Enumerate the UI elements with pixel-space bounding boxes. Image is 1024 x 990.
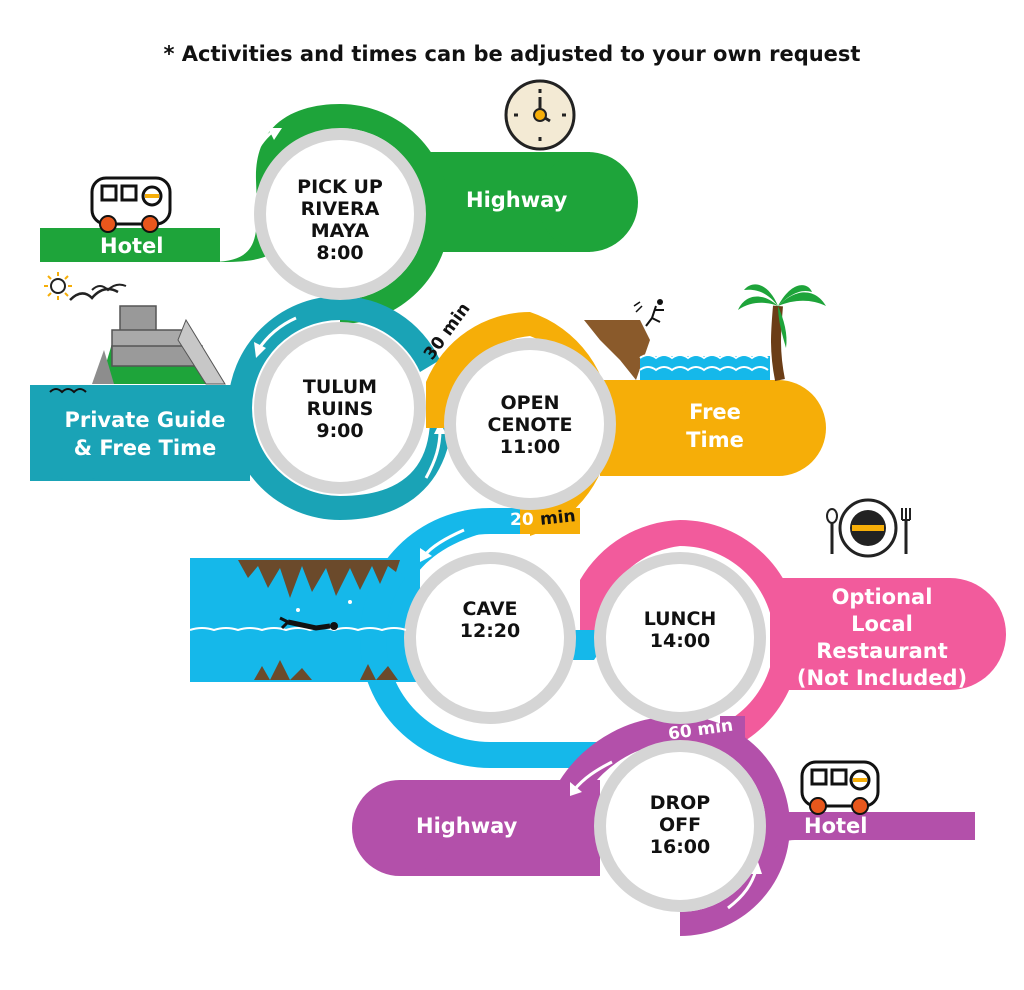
stop-ring <box>254 322 426 494</box>
highway-2-label: Highway <box>416 814 518 838</box>
van-icon <box>800 760 880 815</box>
waves-icon <box>639 354 770 380</box>
hotel-start-label: Hotel <box>100 234 164 258</box>
duration-cenote-cave-unit: min <box>539 506 577 530</box>
cliff-diver-icon <box>584 299 664 380</box>
duration-cenote-cave-number: 20 <box>510 510 534 530</box>
pink-road <box>580 520 1006 760</box>
stop-ring <box>444 338 616 510</box>
clock-icon <box>504 79 576 151</box>
stop-ring <box>594 552 766 724</box>
highway-1-label: Highway <box>466 188 568 212</box>
stop-ring <box>594 740 766 912</box>
adjustment-note: * Activities and times can be adjusted t… <box>163 42 861 66</box>
stop-ring <box>254 128 426 300</box>
stop-circles <box>254 128 766 912</box>
teal-road <box>30 296 452 520</box>
diver-icon <box>279 616 338 631</box>
stalactite-cave-icon <box>189 560 407 680</box>
hotel-end-label: Hotel <box>804 814 868 838</box>
stop-ring <box>404 552 576 724</box>
tulum-activity-label: Private Guide& Free Time <box>64 408 226 460</box>
seagull-icon <box>69 283 127 301</box>
van-icon <box>90 176 172 233</box>
purple-road <box>352 715 975 936</box>
mayan-ruins-icon <box>49 305 226 394</box>
sun-icon <box>44 272 72 300</box>
plate-cutlery-icon <box>826 498 911 558</box>
palm-tree-icon <box>738 284 826 381</box>
